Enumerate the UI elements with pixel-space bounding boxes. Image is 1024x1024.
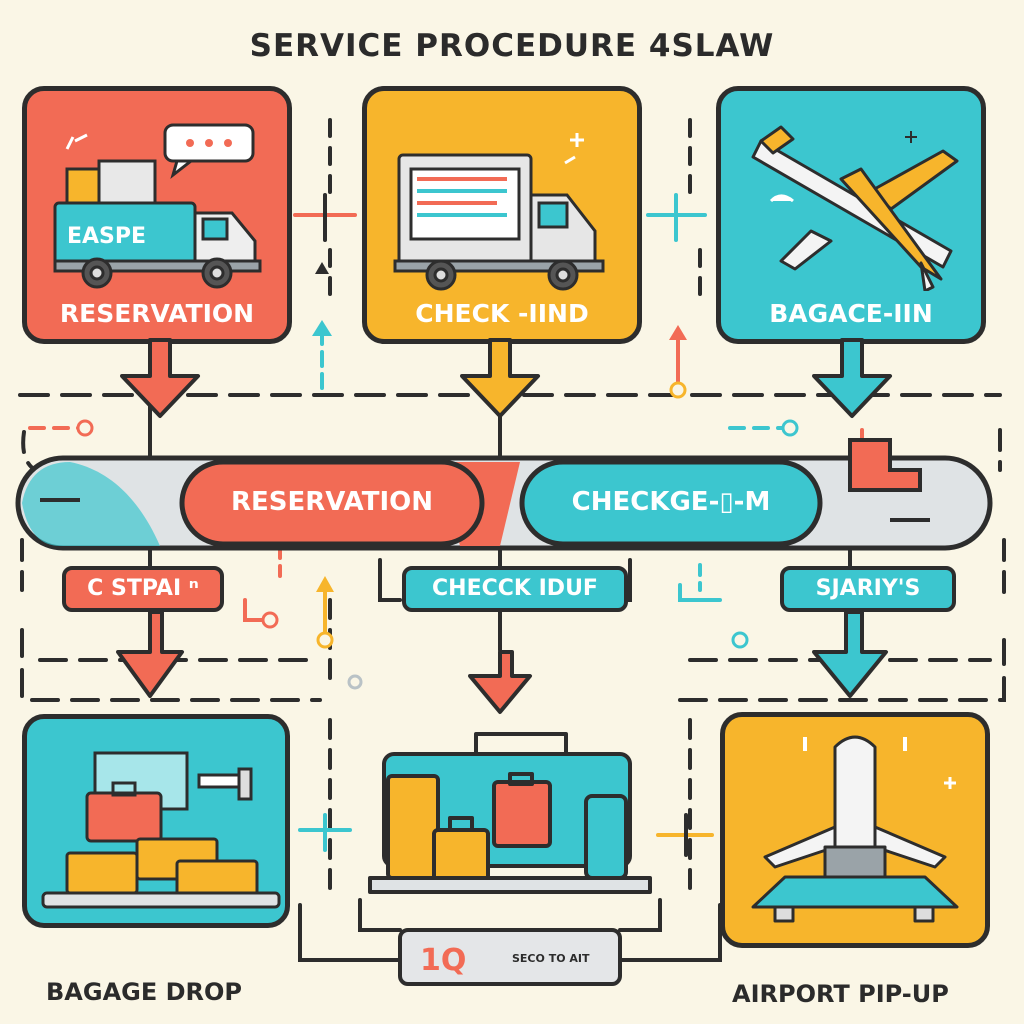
ticket-small-text: SECO TO AIT (512, 952, 590, 965)
airport-pickup-card (720, 712, 990, 948)
baggage-drop-card (22, 714, 290, 928)
reservation-card: EASPE RESERVATION (22, 86, 292, 344)
suitcase-stack-icon (41, 751, 281, 909)
pill-reservation-label: RESERVATION (230, 487, 434, 517)
baggage-in-card-label: BAGACE-IIN (769, 299, 933, 328)
pill-check-label: CHECKGE-▯-M (571, 487, 771, 517)
delivery-truck-icon (393, 133, 605, 291)
check-in-card: CHECK -IIND (362, 86, 642, 344)
ticket-number: 1Q (420, 943, 466, 978)
diagram-title: SERVICE PROCEDURE 4SLAW (249, 28, 775, 64)
baggage-drop-label: BAGAGE DROP (46, 978, 242, 1006)
ticket-icon (398, 928, 622, 986)
tag-left: C STPAI ⁿ (62, 566, 224, 612)
delivery-truck-icon: EASPE (53, 123, 262, 289)
airport-pickup-label: AIRPORT PIP-UP (732, 980, 949, 1008)
landing-plane-icon (751, 735, 959, 923)
reservation-card-label: RESERVATION (59, 299, 255, 328)
airplane-icon (751, 125, 959, 291)
tag-middle: CHECCK IDUF (402, 566, 628, 612)
baggage-in-card: BAGACE-IIN (716, 86, 986, 344)
check-in-card-label: CHECK -IIND (415, 299, 589, 328)
tag-right: SJARIY'S (780, 566, 956, 612)
truck-text: EASPE (67, 224, 146, 249)
